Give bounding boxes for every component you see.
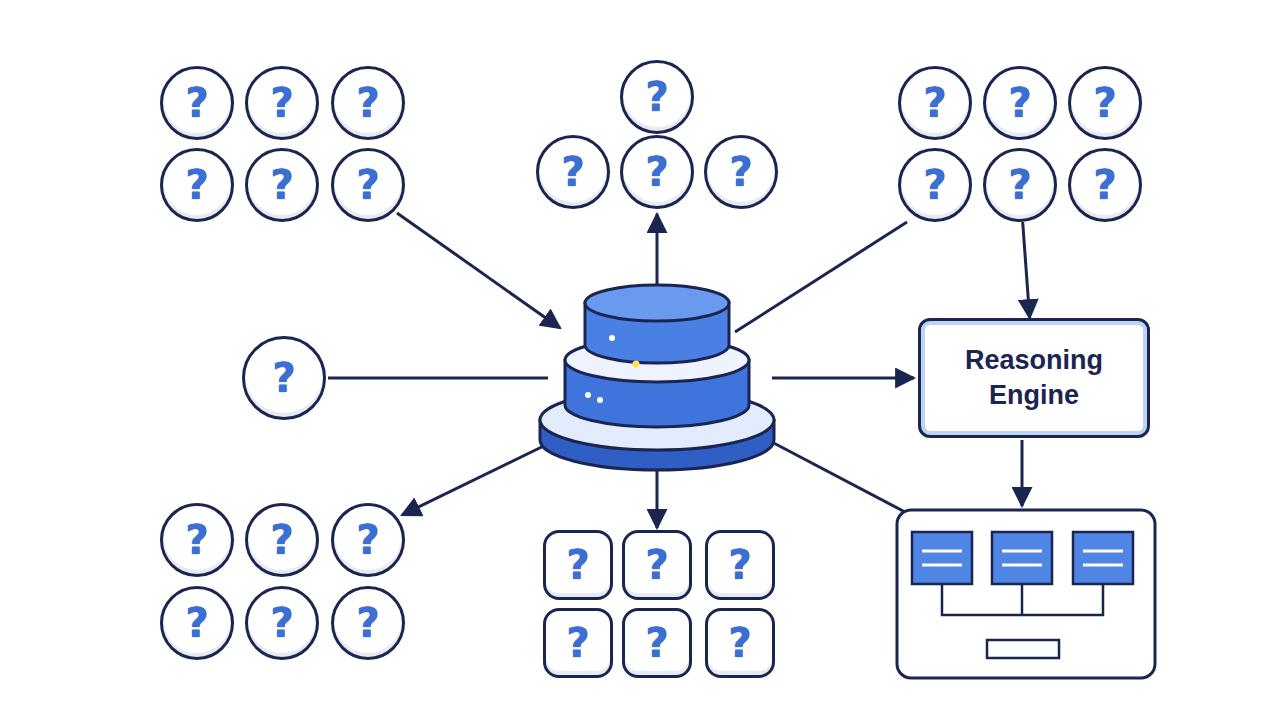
question-mark: ? bbox=[356, 520, 379, 560]
question-mark: ? bbox=[1008, 83, 1031, 123]
question-mark: ? bbox=[270, 83, 293, 123]
question-circle: ? bbox=[160, 66, 234, 140]
question-mark: ? bbox=[561, 152, 584, 192]
output-panel bbox=[897, 510, 1155, 678]
question-circle: ? bbox=[536, 135, 610, 209]
question-circle: ? bbox=[1068, 66, 1142, 140]
question-mark: ? bbox=[728, 623, 751, 663]
question-circle: ? bbox=[331, 148, 405, 222]
question-mark: ? bbox=[645, 152, 668, 192]
question-circle: ? bbox=[160, 148, 234, 222]
question-circle: ? bbox=[898, 148, 972, 222]
question-mark: ? bbox=[185, 520, 208, 560]
question-circle: ? bbox=[704, 135, 778, 209]
question-mark: ? bbox=[729, 152, 752, 192]
question-square: ? bbox=[705, 530, 775, 600]
process-box: Reasoning Engine bbox=[918, 318, 1150, 438]
plain-line bbox=[768, 440, 905, 512]
question-circle: ? bbox=[331, 503, 405, 577]
question-square: ? bbox=[622, 608, 692, 678]
question-mark: ? bbox=[272, 358, 295, 398]
question-mark: ? bbox=[1093, 165, 1116, 205]
arrow-line bbox=[1021, 440, 1024, 506]
question-circle: ? bbox=[245, 148, 319, 222]
question-mark: ? bbox=[923, 83, 946, 123]
arrow-line bbox=[397, 213, 560, 328]
database-symbol bbox=[540, 285, 774, 470]
question-mark: ? bbox=[566, 545, 589, 585]
question-mark: ? bbox=[185, 603, 208, 643]
question-circle: ? bbox=[245, 66, 319, 140]
edge-layer bbox=[1023, 222, 1030, 318]
question-mark: ? bbox=[728, 545, 751, 585]
arrow-line bbox=[402, 440, 556, 515]
question-mark: ? bbox=[270, 603, 293, 643]
arrow-line bbox=[656, 468, 659, 528]
question-mark: ? bbox=[270, 520, 293, 560]
question-mark: ? bbox=[185, 165, 208, 205]
question-mark: ? bbox=[566, 623, 589, 663]
question-circle: ? bbox=[983, 66, 1057, 140]
question-mark: ? bbox=[645, 77, 668, 117]
question-square: ? bbox=[705, 608, 775, 678]
arrow-line bbox=[656, 214, 659, 290]
question-circle: ? bbox=[620, 135, 694, 209]
question-square: ? bbox=[543, 608, 613, 678]
question-circle: ? bbox=[245, 503, 319, 577]
plain-line bbox=[328, 377, 548, 380]
question-mark: ? bbox=[185, 83, 208, 123]
question-circle: ? bbox=[331, 586, 405, 660]
question-mark: ? bbox=[270, 165, 293, 205]
question-circle: ? bbox=[331, 66, 405, 140]
question-circle: ? bbox=[242, 336, 326, 420]
question-circle: ? bbox=[898, 66, 972, 140]
question-mark: ? bbox=[645, 545, 668, 585]
question-circle: ? bbox=[160, 586, 234, 660]
box-label: Reasoning Engine bbox=[931, 343, 1137, 413]
arrow-line bbox=[772, 377, 914, 380]
question-circle: ? bbox=[983, 148, 1057, 222]
question-mark: ? bbox=[645, 623, 668, 663]
question-square: ? bbox=[543, 530, 613, 600]
question-mark: ? bbox=[1093, 83, 1116, 123]
question-mark: ? bbox=[356, 603, 379, 643]
question-circle: ? bbox=[160, 503, 234, 577]
question-circle: ? bbox=[1068, 148, 1142, 222]
question-circle: ? bbox=[620, 60, 694, 134]
plain-line bbox=[735, 222, 907, 332]
question-mark: ? bbox=[923, 165, 946, 205]
question-mark: ? bbox=[356, 165, 379, 205]
question-circle: ? bbox=[245, 586, 319, 660]
question-square: ? bbox=[622, 530, 692, 600]
question-mark: ? bbox=[356, 83, 379, 123]
arrow-connector bbox=[1023, 222, 1030, 318]
question-mark: ? bbox=[1008, 165, 1031, 205]
